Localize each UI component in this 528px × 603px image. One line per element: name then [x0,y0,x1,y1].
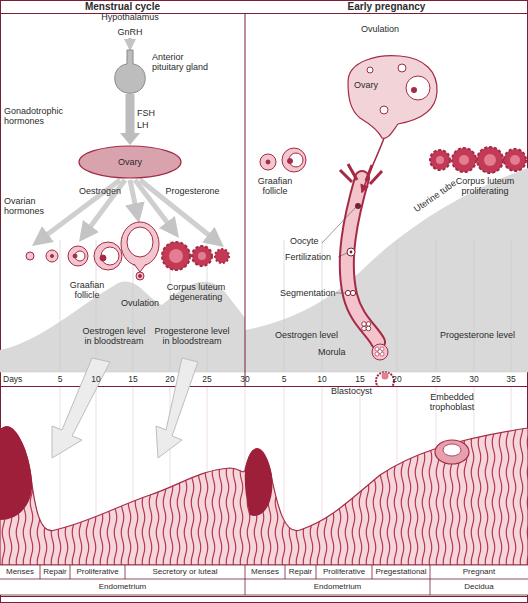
hormone-label: LH [137,120,167,130]
stage-label: Oocyte [290,236,330,246]
hormone-label: FSH [137,108,167,118]
day-number: 25 [195,374,219,384]
day-number: 15 [121,374,145,384]
phase-cell: Secretory or luteal [125,567,245,577]
stage-label: Graafian follicle [60,280,114,300]
group-label: Ovarian hormones [4,196,59,216]
stage-label: Ovulation [350,24,410,34]
day-number: 5 [48,374,72,384]
stage-label: Ovulation [112,298,168,308]
level-label: Progesterone level in bloodstream [152,326,232,346]
tissue-cell: Endometrium [245,582,430,592]
node-label: Ovary [354,80,394,90]
phase-cell: Proliferative [316,567,372,577]
axis-title: Days [3,374,33,384]
hormone-label: Progesterone [160,186,225,196]
structure-label: Uterine tube [412,172,467,215]
phase-cell: Pregestational [372,567,430,577]
day-number: 15 [348,374,372,384]
level-label: Progesterone level [440,330,525,340]
phase-cell: Repair [285,567,316,577]
gland-shape [112,50,148,94]
hormone-label: Oestrogen [70,186,130,196]
tissue-cell: Endometrium [0,582,245,592]
phase-cell: Menses [0,567,40,577]
group-label: Gonadotrophic hormones [4,106,74,126]
phase-cell: Pregnant [430,567,528,577]
day-number: 35 [499,374,523,384]
day-number: 20 [158,374,182,384]
stage-label: Corpus luteum degenerating [160,282,232,302]
node-label: Ovary [78,157,182,167]
phase-cell: Menses [245,567,285,577]
day-number: 20 [385,374,409,384]
ovary: Ovary [78,145,182,179]
panel-title: Menstrual cycle [0,1,245,13]
ovary-shape [340,52,440,144]
day-number: 10 [84,374,108,384]
ovary: Ovary [340,52,440,132]
node-label: Anterior pituitary gland [152,52,214,72]
stage-label: Segmentation [280,288,340,298]
stage-label: Graafian follicle [248,176,302,196]
day-number: 30 [462,374,486,384]
tissue-cell: Decidua [430,582,528,592]
panel-title: Early pregnancy [245,1,528,13]
level-label: Oestrogen level in bloodstream [78,326,150,346]
day-number: 5 [272,374,296,384]
day-number: 25 [424,374,448,384]
stage-label: Morula [318,347,358,357]
day-number: 30 [233,374,257,384]
hormone-arrow [120,94,140,145]
stage-label: Blastocyst [300,386,372,396]
day-number: 10 [310,374,334,384]
phase-cell: Repair [40,567,70,577]
phase-cell: Proliferative [70,567,125,577]
hormone-label: GnRH [110,27,150,37]
brain-label: Hypothalamus [95,12,165,22]
pituitary-gland: Anterior pituitary gland [112,50,148,94]
stage-label: Embedded trophoblast [420,392,484,412]
level-label: Oestrogen level [275,330,355,340]
stage-label: Fertilization [285,252,340,262]
